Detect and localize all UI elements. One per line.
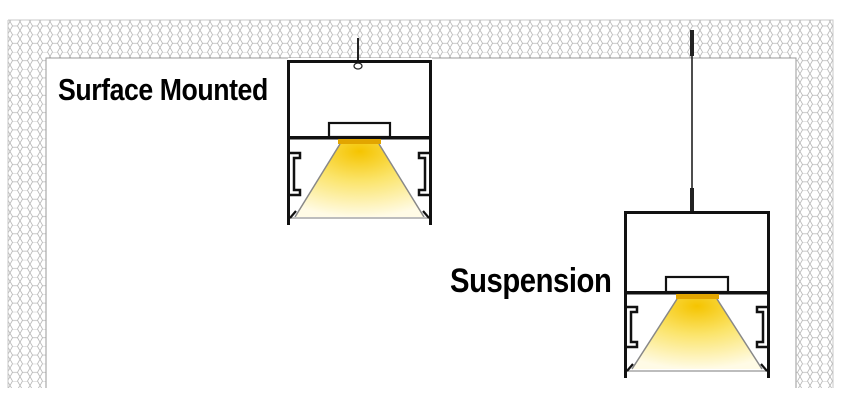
suspension-luminaire: [624, 30, 770, 378]
light-beam: [295, 144, 424, 217]
suspension-label: Suspension: [450, 262, 612, 300]
surface-mounted-label: Surface Mounted: [58, 72, 268, 107]
housing-right-wall: [429, 60, 432, 225]
led-module: [676, 294, 719, 299]
led-module: [338, 139, 381, 144]
driver-box: [327, 121, 392, 139]
ceiling-wall: [7, 19, 834, 388]
driver-box: [664, 275, 730, 294]
surface-mounted-luminaire: [287, 38, 432, 225]
light-beam: [632, 299, 762, 369]
housing-left-wall: [287, 60, 290, 225]
wire-gripper: [690, 188, 694, 212]
